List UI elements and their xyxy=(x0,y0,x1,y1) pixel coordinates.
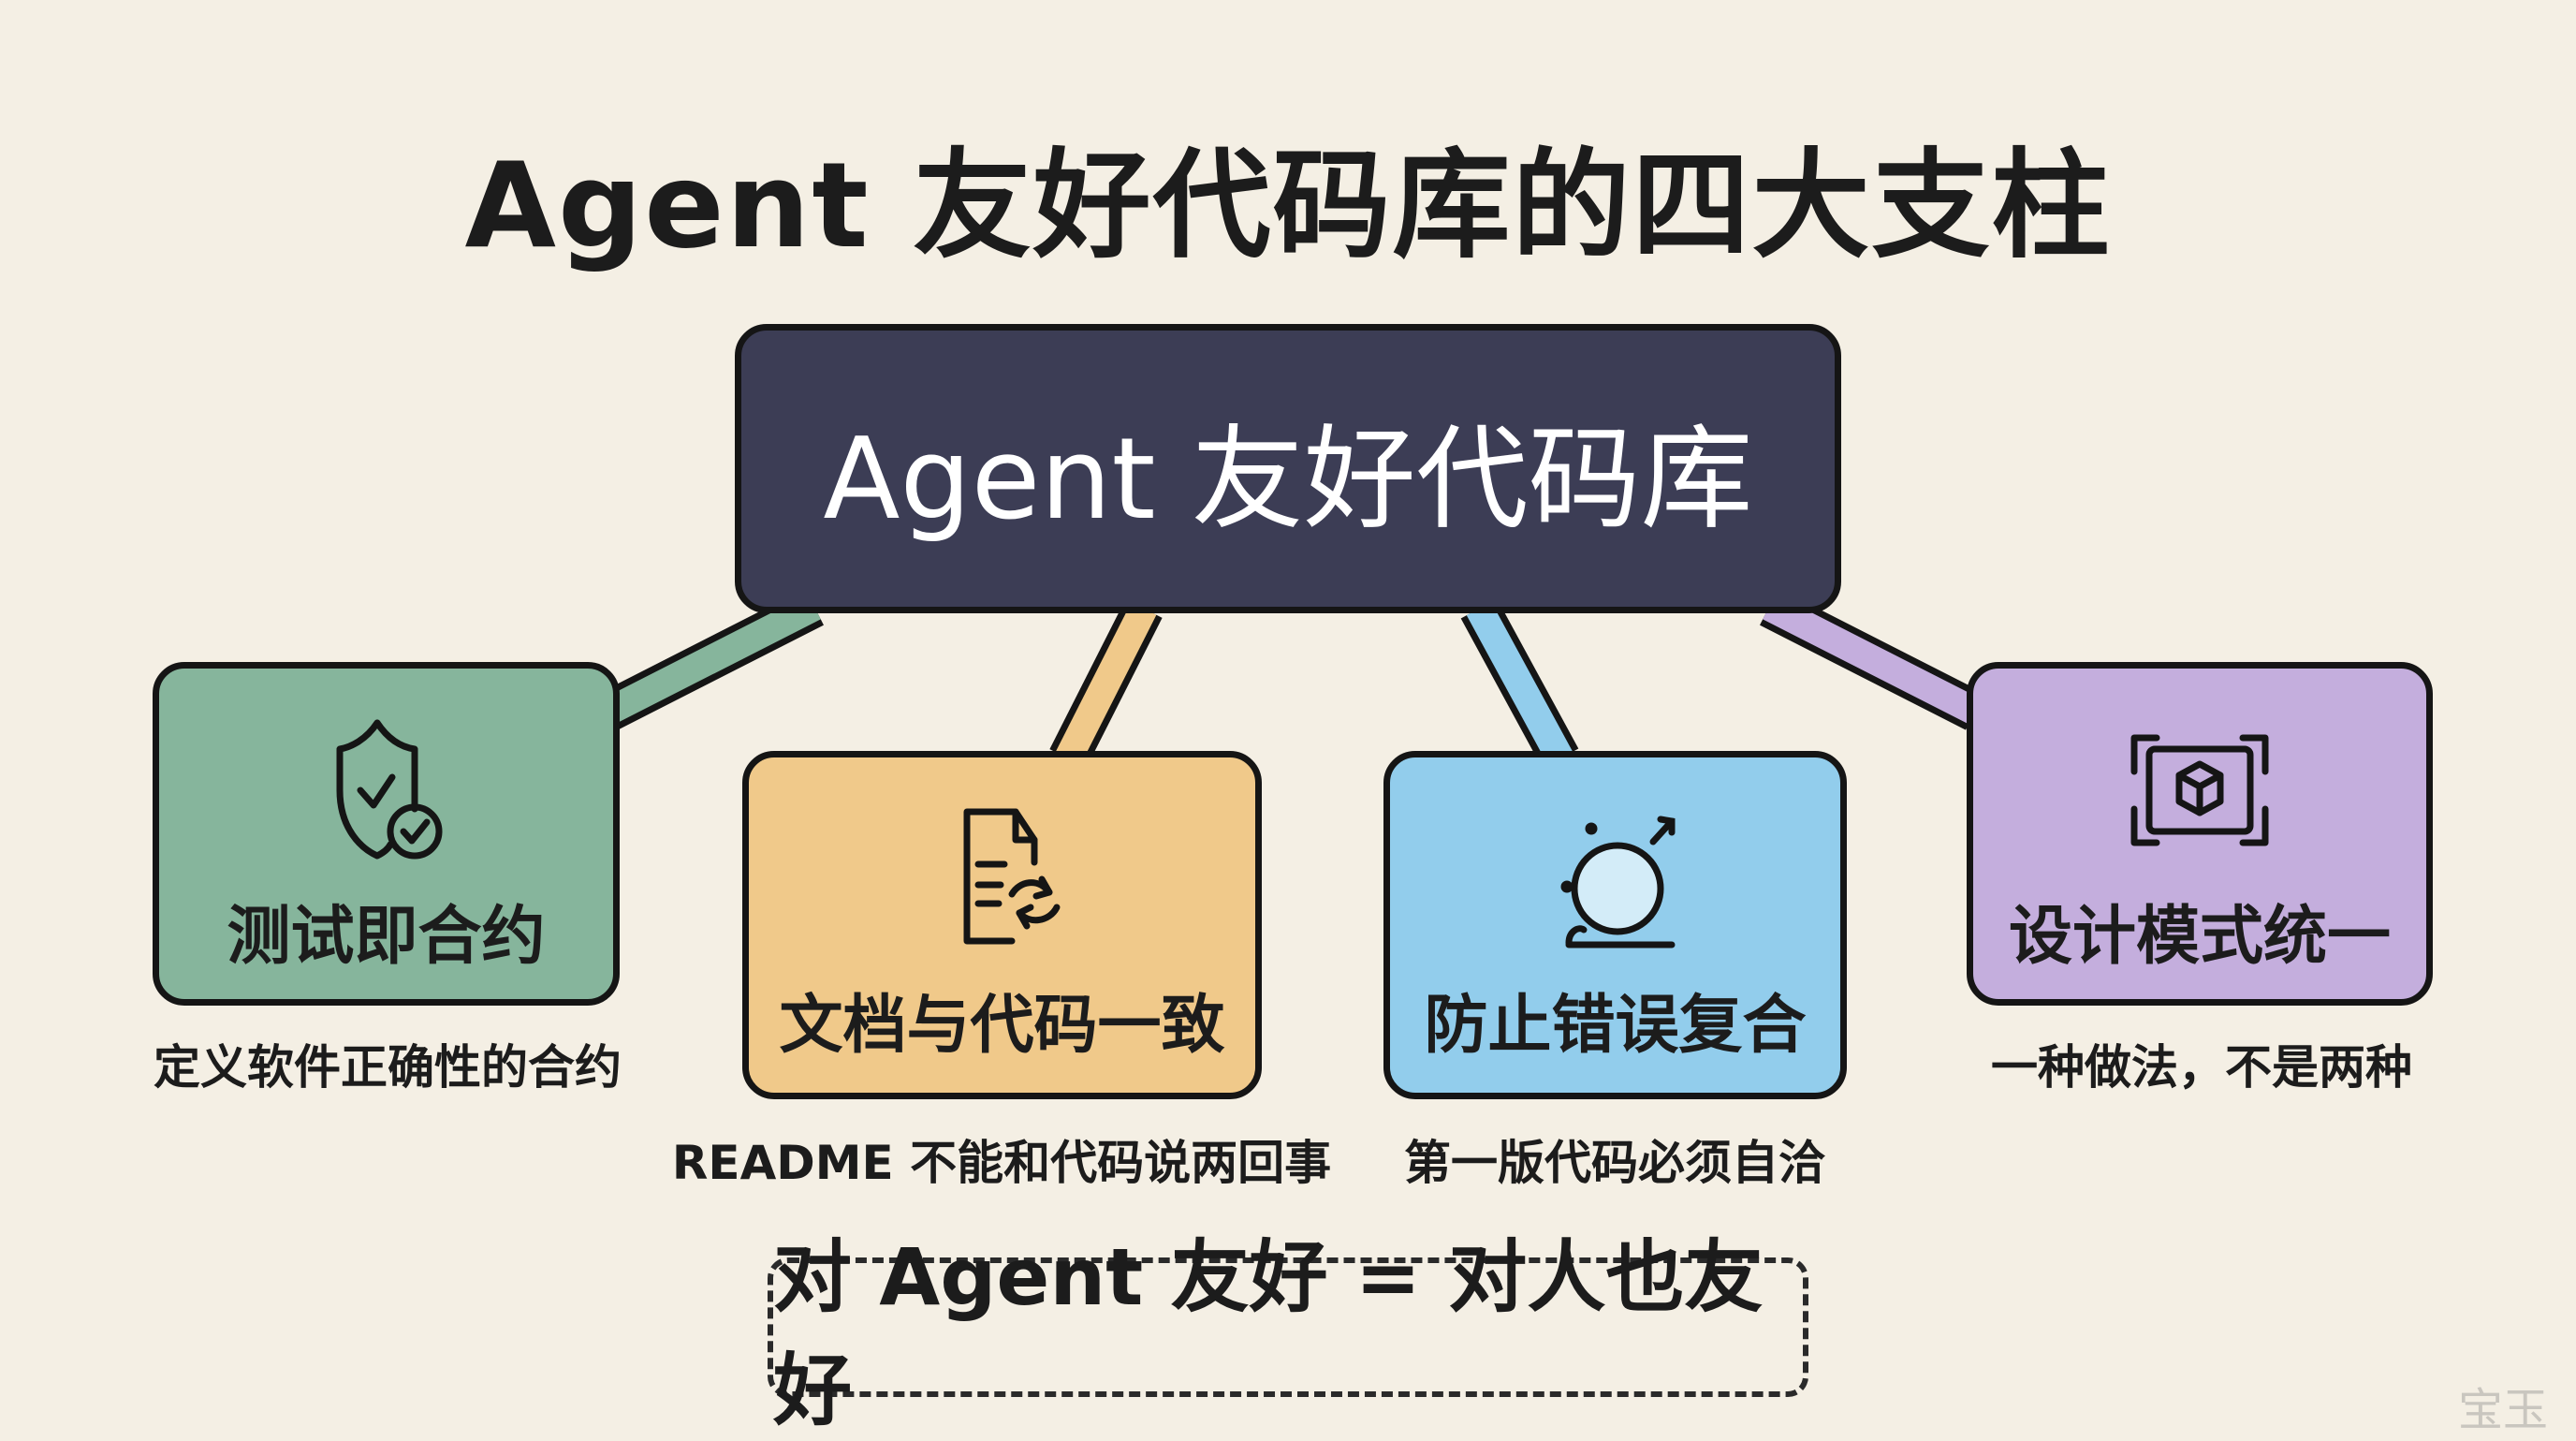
pillar-description: 一种做法，不是两种 xyxy=(1991,1040,2412,1095)
center-label: Agent 友好代码库 xyxy=(823,414,1753,545)
pillar-label: 测试即合约 xyxy=(227,900,546,974)
pillar-label: 防止错误复合 xyxy=(1424,989,1807,1063)
pillar-label: 文档与代码一致 xyxy=(779,989,1225,1063)
motto-text: 对 Agent 友好 = 对人也友好 xyxy=(773,1230,1764,1436)
pillar-description: README 不能和代码说两回事 xyxy=(671,1136,1332,1190)
pillar-unified-design-patterns: 设计模式统一 xyxy=(1967,662,2433,1006)
snowball-icon xyxy=(1560,816,1675,948)
page-title: Agent 友好代码库的四大支柱 xyxy=(464,137,2112,274)
pillar-tests-as-contract: 测试即合约 xyxy=(153,662,620,1006)
document-sync-icon xyxy=(963,808,1060,945)
center-node: Agent 友好代码库 xyxy=(735,324,1841,613)
shield-check-icon xyxy=(336,719,442,860)
pillar-label: 设计模式统一 xyxy=(2008,900,2391,974)
pillar-description: 第一版代码必须自洽 xyxy=(1404,1136,1825,1190)
pillar-description: 定义软件正确性的合约 xyxy=(154,1040,622,1095)
pillar-docs-match-code: 文档与代码一致 xyxy=(742,751,1262,1099)
motto-box: 对 Agent 友好 = 对人也友好 xyxy=(768,1231,1808,1436)
framed-cube-icon xyxy=(2130,734,2269,846)
watermark: 宝玉 xyxy=(2458,1384,2549,1436)
pillar-prevent-error-compounding: 防止错误复合 xyxy=(1383,751,1847,1099)
